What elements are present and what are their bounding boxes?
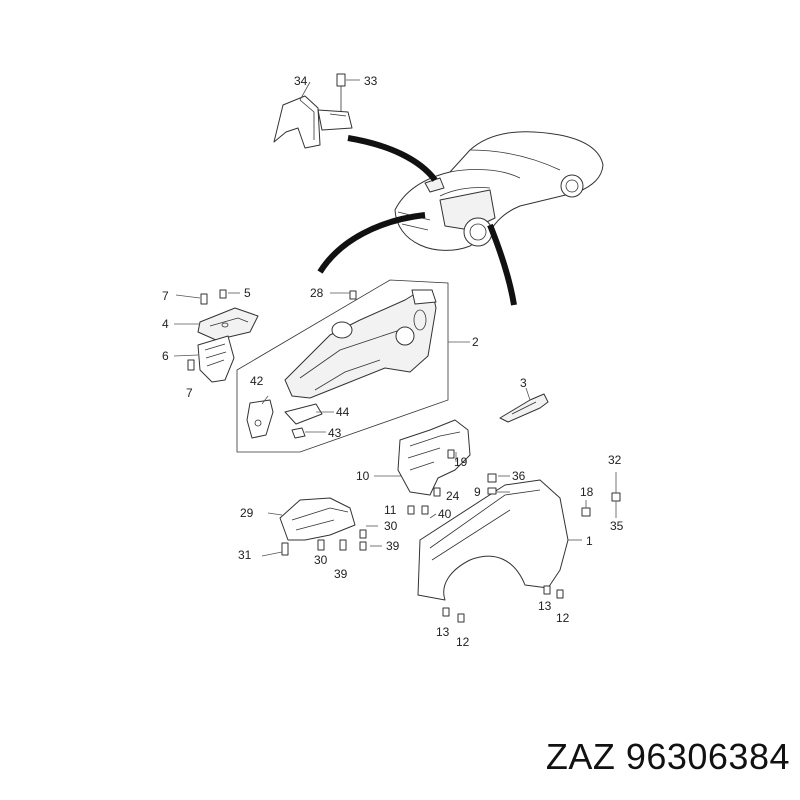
callout-5: 5 — [244, 286, 251, 300]
car-illustration — [394, 131, 604, 251]
callout-31: 31 — [238, 548, 252, 562]
callout-29: 29 — [240, 506, 254, 520]
callout-39a: 39 — [386, 539, 400, 553]
fender-liner-10 — [397, 419, 471, 515]
callout-13b: 13 — [436, 625, 450, 639]
callout-43: 43 — [328, 426, 342, 440]
callout-12a: 12 — [556, 611, 570, 625]
callout-10: 10 — [356, 469, 370, 483]
callout-9: 9 — [474, 485, 481, 499]
indicator-arc-left — [317, 212, 426, 274]
callout-3: 3 — [520, 376, 527, 390]
callout-44: 44 — [336, 405, 350, 419]
frame-assembly-2 — [236, 279, 449, 453]
callout-6: 6 — [162, 349, 169, 363]
callout-30b: 30 — [314, 553, 328, 567]
callout-36: 36 — [512, 469, 526, 483]
callout-40: 40 — [438, 507, 452, 521]
callout-11: 11 — [384, 503, 397, 517]
bracket-4 — [197, 289, 259, 341]
callout-1: 1 — [586, 534, 593, 548]
callout-2: 2 — [472, 335, 479, 349]
callout-7a: 7 — [162, 289, 169, 303]
bracket-29 — [279, 497, 367, 556]
callout-34: 34 — [294, 74, 308, 88]
callout-35: 35 — [610, 519, 624, 533]
fender-1 — [417, 473, 621, 623]
callout-4: 4 — [162, 317, 169, 331]
brand-part-number: ZAZ 96306384 — [545, 736, 790, 777]
callout-33: 33 — [364, 74, 378, 88]
callout-30a: 30 — [384, 519, 398, 533]
callout-39b: 39 — [334, 567, 348, 581]
indicator-arc-right — [487, 223, 517, 306]
indicator-arc-top — [347, 135, 438, 182]
bracket-6 — [187, 335, 235, 383]
bracket-34 — [273, 73, 353, 149]
callout-32: 32 — [608, 453, 622, 467]
callout-19: 19 — [454, 455, 468, 469]
callout-24: 24 — [446, 489, 460, 503]
callout-12b: 12 — [456, 635, 470, 649]
callout-18: 18 — [580, 485, 594, 499]
callout-7b: 7 — [186, 386, 193, 400]
callout-28: 28 — [310, 286, 324, 300]
bracket-3 — [499, 393, 549, 423]
callout-labels: 34 33 7 5 28 4 2 6 3 7 42 44 43 19 10 36… — [162, 74, 624, 649]
leader-lines — [173, 79, 617, 557]
callout-42: 42 — [250, 374, 264, 388]
callout-13a: 13 — [538, 599, 552, 613]
